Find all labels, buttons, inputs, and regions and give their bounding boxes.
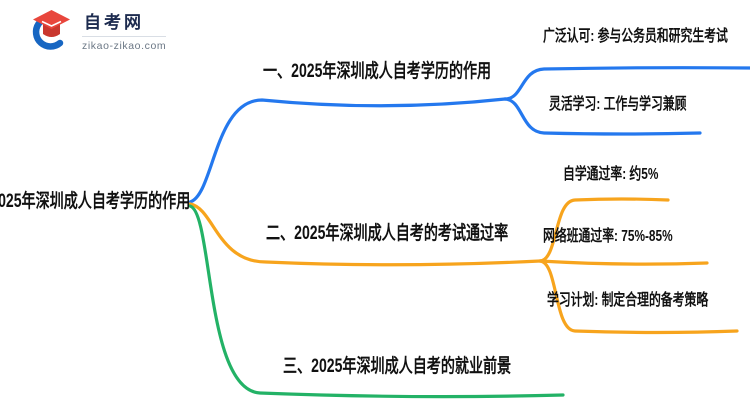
leaf-node-2-3: 学习计划: 制定合理的备考策略 bbox=[547, 292, 709, 309]
branch2-lines bbox=[188, 197, 739, 335]
leaf-node-2-2: 网络班通过率: 75%-85% bbox=[543, 228, 673, 245]
branch-node-2: 二、2025年深圳成人自考的考试通过率 bbox=[266, 223, 509, 244]
graduation-cap-icon bbox=[32, 10, 70, 50]
leaf-node-1-1: 广泛认可: 参与公务员和研究生考试 bbox=[543, 28, 728, 45]
branch1-lines bbox=[188, 66, 750, 204]
leaf-node-1-2: 灵活学习: 工作与学习兼顾 bbox=[549, 96, 687, 113]
branch3-lines bbox=[188, 204, 565, 399]
logo-text: 自考网 zikao-zikao.com bbox=[82, 8, 167, 52]
branch-node-3: 三、2025年深圳成人自考的就业前景 bbox=[283, 356, 512, 377]
site-url: zikao-zikao.com bbox=[82, 40, 167, 52]
site-name: 自考网 bbox=[82, 8, 167, 37]
leaf-node-2-1: 自学通过率: 约5% bbox=[563, 166, 659, 183]
root-node: 2025年深圳成人自考学历的作用 bbox=[0, 191, 190, 212]
site-logo: 自考网 zikao-zikao.com bbox=[30, 8, 167, 52]
branch-node-1: 一、2025年深圳成人自考学历的作用 bbox=[263, 61, 492, 82]
